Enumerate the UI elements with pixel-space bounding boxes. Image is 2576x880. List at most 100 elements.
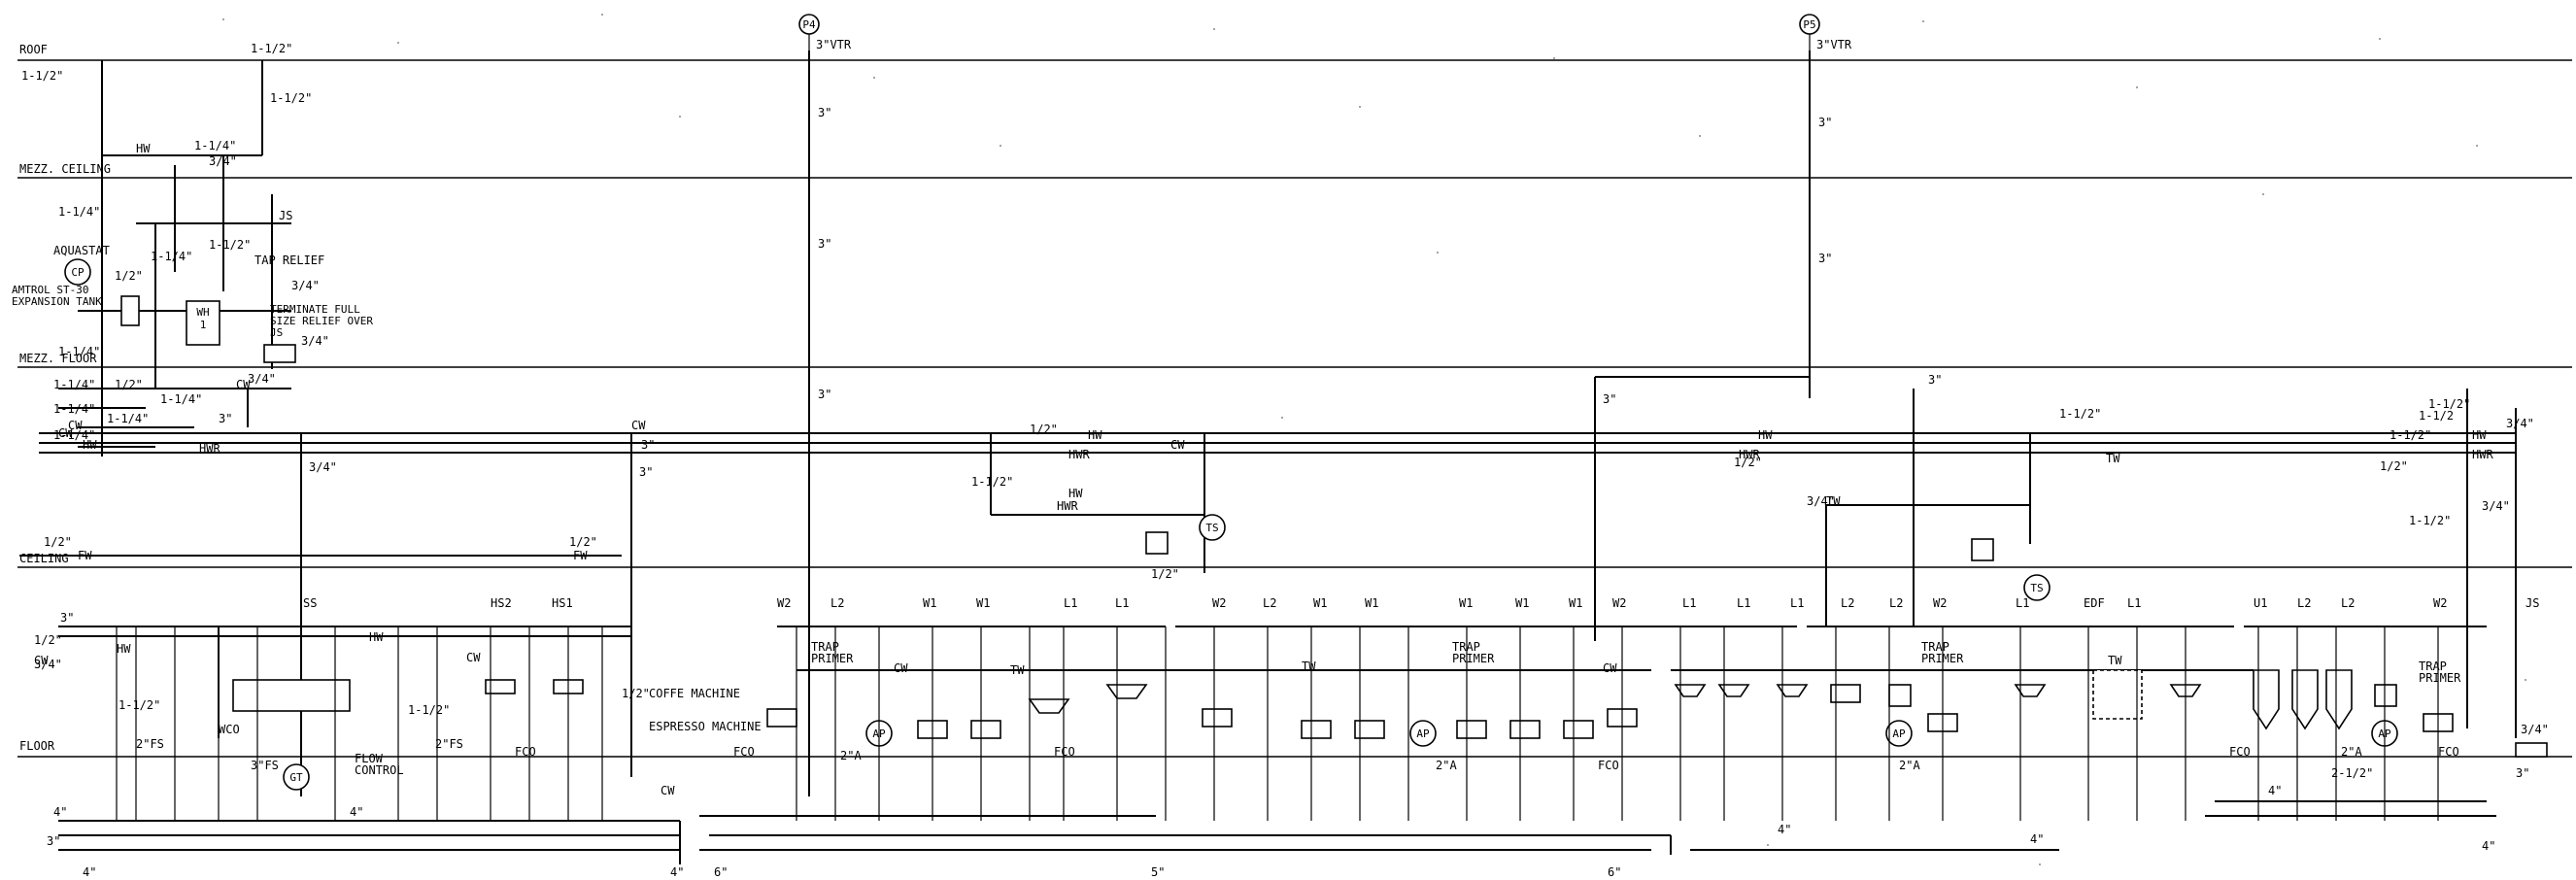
pipe-size-label: 1/2" [1151, 567, 1179, 581]
fixture-tag-l1: L1 [2127, 596, 2141, 610]
valve-box-icon [1971, 538, 1994, 561]
trap-primer-label: TRAP [2419, 660, 2447, 673]
stack-tag-p5: P5 [1803, 18, 1815, 31]
vent-stack-p4: P4 3"VTR 3" 3" 3" [798, 14, 852, 796]
fixture-tag-w1: W1 [1515, 596, 1529, 610]
pipe-size-label: 1/2" [1030, 423, 1058, 436]
pipe-size-label: 2"FS [136, 737, 164, 751]
fixture-tag-w2: W2 [1933, 596, 1947, 610]
pipe-size-label: 3" [60, 611, 74, 625]
ts-tag: TS [1205, 522, 1218, 534]
pipe-size-label: 1-1/2" [2059, 407, 2101, 421]
pipe-size-label: 3/4" [2521, 723, 2549, 736]
pipe-type-label: TW [1302, 660, 1316, 673]
valve-box-icon [1888, 684, 1912, 707]
water-closet-icon [1456, 720, 1487, 739]
pipe-size-label: 2"A [1899, 759, 1920, 772]
water-heater-number: 1 [200, 319, 207, 331]
pipe-size-label: 3" [1818, 252, 1832, 265]
fixture-tag-l2: L2 [1889, 596, 1903, 610]
level-label-mezz-floor: MEZZ. FLOOR [19, 352, 97, 365]
pipe-size-label: 3" [2516, 766, 2529, 780]
vent-stack-p5: P5 3"VTR 3" 3" 3" [1594, 14, 1852, 641]
pipe-size-label: 1-1/2" [21, 69, 63, 83]
water-closet-icon [1301, 720, 1332, 739]
pipe-size-label: 1-1/2" [408, 703, 450, 717]
fixture-tag-l1: L1 [2016, 596, 2029, 610]
fixture-tag-fco: FCO [733, 745, 755, 759]
pipe-size-label: 2-1/2" [2331, 766, 2373, 780]
pipe-type-label: HWR [1057, 499, 1078, 513]
pipe-size-label: 1-1/4" [160, 392, 202, 406]
pipe-size-label: 3" [1818, 116, 1832, 129]
fixture-risers [116, 626, 2439, 821]
pipe-size-label: 1/2" [2380, 459, 2408, 473]
lavatory-icon [1028, 698, 1070, 714]
pipe-size-label: 1-1/2" [251, 42, 292, 55]
fixture-tag-wco: WCO [219, 723, 240, 736]
terminate-note: SIZE RELIEF OVER [270, 315, 373, 327]
pipe-type-label: CW [631, 419, 646, 432]
pipe-size-label: 3/4" [209, 154, 237, 168]
fixture-tag-ss: SS [303, 596, 317, 610]
aquastat-label: AQUASTAT [53, 244, 110, 257]
circulating-pump-icon [64, 258, 91, 286]
pipe-size-label: 3/4" [34, 658, 62, 671]
water-closet-icon [1202, 708, 1233, 728]
fixture-tag-w1: W1 [1365, 596, 1378, 610]
tap-relief-label: TAP RELIEF [254, 254, 324, 267]
pipe-type-label: CW [68, 419, 83, 432]
pipe-type-label: CW [466, 651, 481, 664]
pipe-size-label: 1-1/2" [971, 475, 1013, 489]
fixture-tag-fco: FCO [2438, 745, 2459, 759]
pipe-size-label: 1-1/4" [194, 139, 236, 152]
flow-control-label: CONTROL [355, 763, 404, 777]
pipe-size-label: 5" [1151, 865, 1165, 879]
fixture-tag-w1: W1 [1313, 596, 1327, 610]
fixture-tag-w1: W1 [1569, 596, 1582, 610]
fixture-tag-l2: L2 [2341, 596, 2355, 610]
fixture-tag-u1: U1 [2254, 596, 2267, 610]
access-panel-tag: AP [1892, 728, 1906, 740]
fixture-tag-fco: FCO [515, 745, 536, 759]
fixture-tag-js: JS [2525, 596, 2539, 610]
water-closet-icon [766, 708, 797, 728]
pipe-type-label: HW [369, 630, 384, 644]
access-panel-icon [1885, 720, 1913, 747]
pipe-size-label: 3" [818, 237, 831, 251]
pipe-size-label: 4" [2268, 784, 2282, 797]
pipe-size-label: 1-1/4" [58, 205, 100, 219]
pipe-size-label: 2"A [840, 749, 862, 762]
pipe-size-label: 3"FS [251, 759, 279, 772]
pipe-size-label: 1/2" [1734, 456, 1762, 469]
pipe-type-label: CW [34, 654, 49, 667]
water-closet-icon [1830, 684, 1861, 703]
janitor-sink-icon [2515, 742, 2548, 758]
expansion-tank-label: EXPANSION TANK [12, 295, 102, 308]
pipe-type-label: HW [1088, 428, 1102, 442]
pipe-size-label: 1-1/2" [270, 91, 312, 105]
hand-sink-icon [485, 679, 516, 694]
pipe-size-label: 3/4" [1807, 494, 1835, 508]
pipe-size-label: 3" [818, 388, 831, 401]
pipe-size-label: 4" [83, 865, 96, 879]
fixture-tag-hs1: HS1 [552, 596, 573, 610]
pipe-type-label: HWR [2472, 448, 2493, 461]
fixture-tag-w1: W1 [1459, 596, 1473, 610]
pipe-size-label: 3/4" [2506, 417, 2534, 430]
pipe-size-label: 1-1/4" [151, 250, 192, 263]
fixture-tag-w2: W2 [2433, 596, 2447, 610]
pipe-size-label: 1/2" [34, 633, 62, 647]
fixture-tag-l2: L2 [2297, 596, 2311, 610]
urinal-icon [2325, 669, 2353, 730]
pipe-size-label: 1-1/4" [53, 378, 95, 391]
grease-trap-icon [283, 763, 310, 791]
pipe-size-label: 4" [53, 805, 67, 819]
urinal-icon [2253, 669, 2280, 730]
stack-tag-p4: P4 [802, 18, 816, 31]
pipe-size-label: 4" [350, 805, 363, 819]
pipe-size-label: 3/4" [291, 279, 320, 292]
scan-speckles [222, 14, 2526, 865]
pipe-type-label: FW [573, 549, 588, 562]
